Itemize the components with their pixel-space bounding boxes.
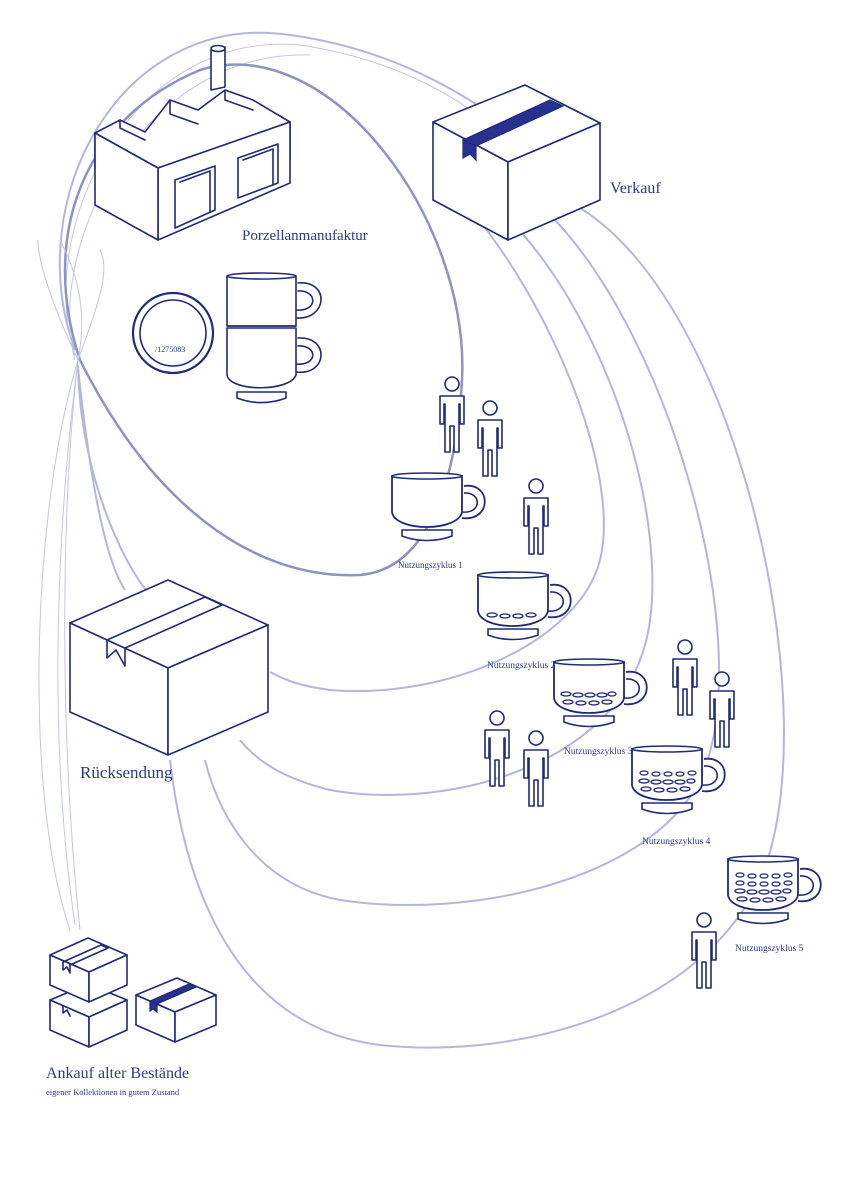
cup-cycle-3-icon bbox=[553, 658, 648, 728]
ruecksendung-label: Rücksendung bbox=[80, 763, 173, 782]
cup-cycle-2-icon bbox=[477, 571, 572, 641]
factory-icon bbox=[94, 44, 291, 241]
person-icon bbox=[523, 730, 549, 807]
cycle-3-label: Nutzungszyklus 3 bbox=[564, 747, 633, 757]
verkauf-box-icon bbox=[432, 84, 601, 241]
cup-cycle-4-icon bbox=[631, 745, 726, 815]
cycle-5-label: Nutzungszyklus 5 bbox=[735, 944, 804, 954]
manufaktur-label: Porzellanmanufaktur bbox=[242, 228, 368, 244]
stacked-cups-icon bbox=[226, 272, 322, 404]
ruecksendung-box-icon bbox=[69, 579, 269, 756]
cycle-2-label: Nutzungszyklus 2 bbox=[487, 661, 556, 671]
ankauf-subtitle: eigener Kollektionen in gutem Zustand bbox=[46, 1087, 180, 1097]
cup-cycle-5-icon bbox=[727, 855, 822, 925]
plate-icon bbox=[131, 291, 215, 375]
cup-cycle-1-icon bbox=[391, 472, 486, 542]
cycle-1-label: Nutzungszyklus 1 bbox=[398, 560, 463, 570]
ankauf-title: Ankauf alter Bestände bbox=[46, 1065, 189, 1082]
person-icon bbox=[523, 478, 549, 555]
stamp-number: /1275083 bbox=[155, 345, 185, 354]
person-icon bbox=[691, 912, 717, 989]
cycle-4-label: Nutzungszyklus 4 bbox=[642, 837, 711, 847]
verkauf-label: Verkauf bbox=[610, 180, 661, 197]
person-icon bbox=[672, 639, 698, 716]
person-icon bbox=[477, 400, 503, 477]
ankauf-boxes-icon bbox=[49, 937, 217, 1048]
